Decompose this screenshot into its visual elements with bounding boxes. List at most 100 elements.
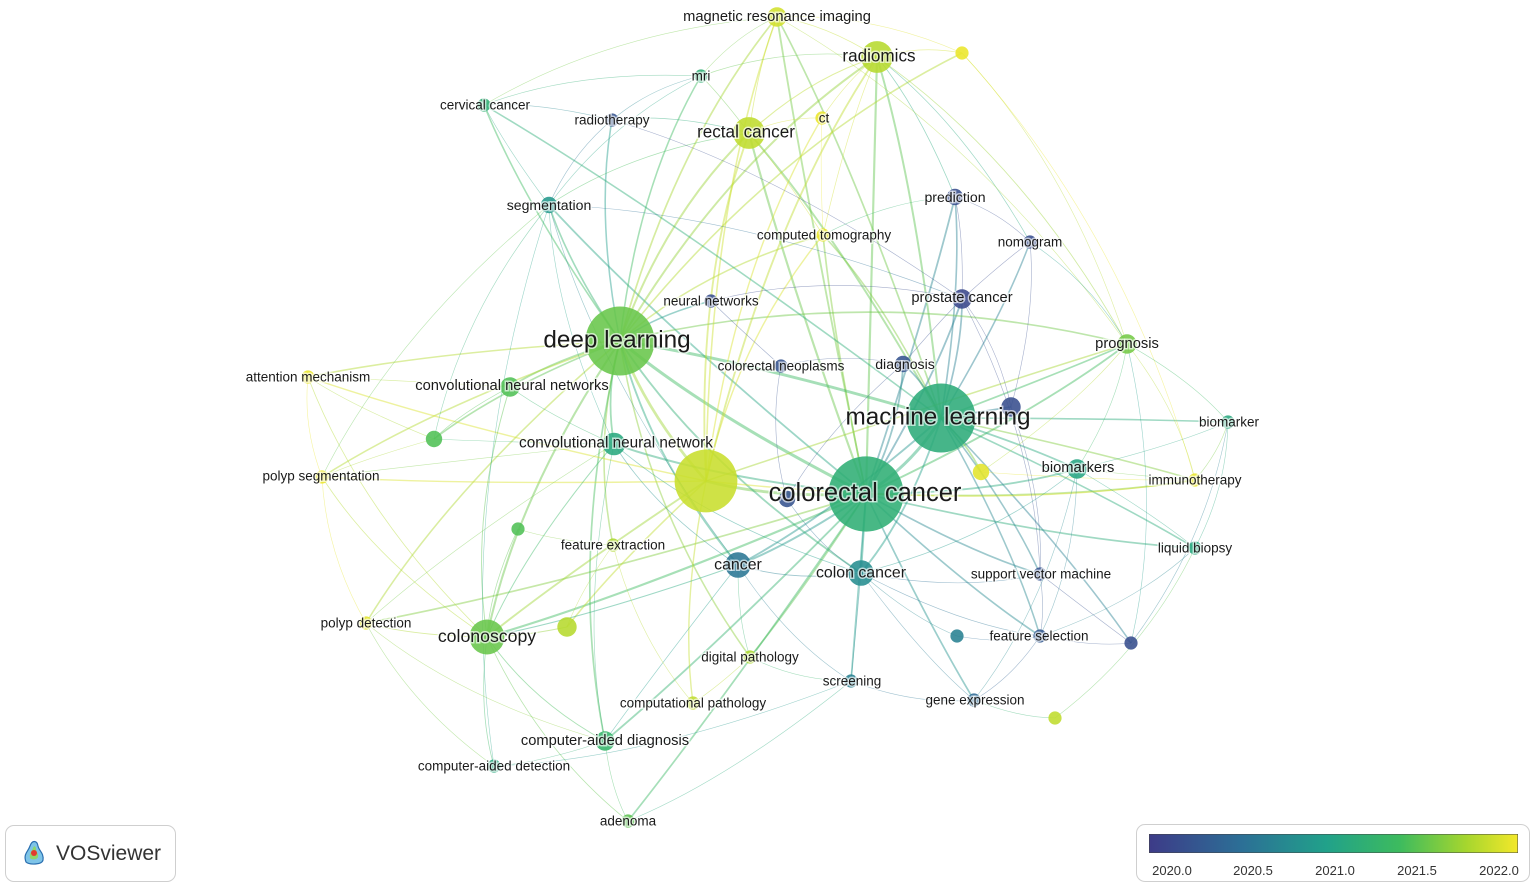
label-prognosis[interactable]: prognosis (1094, 335, 1161, 354)
label-liquid-biopsy[interactable]: liquid biopsy (1156, 539, 1234, 557)
node-immunotherapy[interactable] (1188, 473, 1202, 487)
label-attention-mechanism[interactable]: attention mechanism (244, 368, 372, 386)
node-computational-pathology[interactable] (686, 696, 700, 710)
label-machine-learning[interactable]: machine learning (844, 402, 1032, 432)
node-unlabeled-green-left[interactable] (425, 430, 443, 448)
node-attention-mechanism[interactable] (301, 370, 315, 384)
label-digital-pathology[interactable]: digital pathology (700, 648, 801, 666)
node-convolutional-neural-networks[interactable] (500, 377, 520, 397)
node-feature-extraction[interactable] (606, 538, 620, 552)
node-colorectal-cancer[interactable] (828, 456, 904, 532)
node-unlabeled-yellow-green-lower[interactable] (557, 617, 577, 637)
link-unlabeled-yellow-center--attention-mechanism (307, 376, 707, 482)
node-convolutional-neural-network[interactable] (602, 432, 626, 456)
node-neural-networks[interactable] (704, 294, 718, 308)
node-rectal-cancer[interactable] (733, 117, 765, 149)
node-diagnosis[interactable] (894, 355, 912, 373)
node-magnetic-resonance-imaging[interactable] (767, 7, 787, 27)
label-adenoma[interactable]: adenoma (598, 812, 658, 830)
label-prostate-cancer[interactable]: prostate cancer (910, 289, 1014, 308)
label-cervical-cancer[interactable]: cervical cancer (438, 96, 532, 114)
label-biomarker[interactable]: biomarker (1197, 413, 1261, 431)
node-colonoscopy[interactable] (469, 619, 505, 655)
node-gene-expression[interactable] (967, 693, 981, 707)
node-prediction[interactable] (946, 188, 964, 206)
node-machine-learning[interactable] (906, 383, 976, 453)
link-ct--computed-tomography (820, 117, 824, 236)
label-feature-selection[interactable]: feature selection (988, 627, 1090, 645)
label-convolutional-neural-networks[interactable]: convolutional neural networks (414, 377, 611, 396)
label-computer-aided-detection[interactable]: computer-aided detection (416, 757, 571, 775)
node-unlabeled-yellow-right[interactable] (972, 463, 990, 481)
node-cervical-cancer[interactable] (477, 98, 491, 112)
label-support-vector-machine[interactable]: support vector machine (969, 565, 1112, 583)
node-unlabeled-blue-center[interactable] (778, 490, 796, 508)
label-colon-cancer[interactable]: colon cancer (814, 563, 908, 583)
label-feature-extraction[interactable]: feature extraction (559, 536, 666, 554)
label-gene-expression[interactable]: gene expression (924, 691, 1026, 709)
label-polyp-segmentation[interactable]: polyp segmentation (261, 467, 381, 485)
node-cancer[interactable] (725, 552, 751, 578)
label-biomarkers[interactable]: biomarkers (1040, 459, 1116, 478)
node-unlabeled-yellow-top[interactable] (955, 46, 969, 60)
label-rectal-cancer[interactable]: rectal cancer (696, 121, 797, 143)
node-polyp-detection[interactable] (359, 616, 373, 630)
label-segmentation[interactable]: segmentation (505, 196, 593, 215)
label-radiomics[interactable]: radiomics (841, 45, 917, 67)
label-deep-learning[interactable]: deep learning (542, 325, 692, 355)
node-biomarker[interactable] (1221, 415, 1235, 429)
node-screening[interactable] (844, 674, 858, 688)
node-support-vector-machine[interactable] (1033, 567, 1047, 581)
node-segmentation[interactable] (540, 196, 558, 214)
link-biomarker--prognosis (1126, 343, 1229, 423)
label-nomogram[interactable]: nomogram (996, 233, 1064, 251)
node-ct[interactable] (815, 111, 829, 125)
node-unlabeled-lime-lower-right[interactable] (1048, 711, 1062, 725)
node-radiomics[interactable] (861, 41, 893, 73)
label-immunotherapy[interactable]: immunotherapy (1147, 471, 1243, 489)
node-prostate-cancer[interactable] (952, 289, 972, 309)
node-biomarkers[interactable] (1067, 459, 1087, 479)
node-nomogram[interactable] (1023, 235, 1037, 249)
node-computer-aided-detection[interactable] (487, 759, 501, 773)
label-magnetic-resonance-imaging[interactable]: magnetic resonance imaging (682, 8, 873, 27)
node-polyp-segmentation[interactable] (315, 470, 329, 484)
node-computer-aided-diagnosis[interactable] (595, 731, 615, 751)
label-computer-aided-diagnosis[interactable]: computer-aided diagnosis (519, 732, 690, 751)
label-colonoscopy[interactable]: colonoscopy (436, 625, 537, 648)
label-computed-tomography[interactable]: computed tomography (755, 226, 893, 244)
node-unlabeled-yellow-center[interactable] (674, 449, 738, 513)
node-prognosis[interactable] (1117, 334, 1137, 354)
node-unlabeled-teal-lower[interactable] (950, 629, 964, 643)
node-unlabeled-purple-right[interactable] (1001, 397, 1021, 417)
label-colorectal-cancer[interactable]: colorectal cancer (767, 478, 963, 509)
label-mri[interactable]: mri (690, 67, 712, 85)
node-deep-learning[interactable] (585, 306, 655, 376)
node-liquid-biopsy[interactable] (1188, 541, 1202, 555)
label-cancer[interactable]: cancer (713, 555, 764, 575)
node-mri[interactable] (694, 69, 708, 83)
node-colon-cancer[interactable] (848, 560, 874, 586)
node-digital-pathology[interactable] (743, 650, 757, 664)
node-computed-tomography[interactable] (816, 228, 830, 242)
vosviewer-badge[interactable]: VOSviewer (5, 825, 176, 882)
link-unlabeled-purple-far-right--biomarker (1130, 421, 1229, 644)
node-unlabeled-green-left-lower[interactable] (511, 522, 525, 536)
link-prostate-cancer--support-vector-machine (961, 298, 1041, 575)
label-neural-networks[interactable]: neural networks (662, 292, 761, 310)
label-prediction[interactable]: prediction (923, 188, 987, 207)
node-unlabeled-purple-far-right[interactable] (1124, 636, 1138, 650)
label-screening[interactable]: screening (821, 672, 883, 690)
node-adenoma[interactable] (621, 814, 635, 828)
label-colorectal-neoplasms[interactable]: colorectal neoplasms (716, 357, 846, 375)
label-convolutional-neural-network[interactable]: convolutional neural network (518, 433, 715, 453)
label-polyp-detection[interactable]: polyp detection (319, 614, 413, 632)
label-radiotherapy[interactable]: radiotherapy (573, 111, 651, 129)
label-diagnosis[interactable]: diagnosis (874, 355, 937, 374)
node-radiotherapy[interactable] (605, 113, 619, 127)
node-colorectal-neoplasms[interactable] (774, 359, 788, 373)
label-computational-pathology[interactable]: computational pathology (618, 694, 768, 712)
label-ct[interactable]: ct (817, 109, 831, 127)
node-feature-selection[interactable] (1033, 629, 1047, 643)
